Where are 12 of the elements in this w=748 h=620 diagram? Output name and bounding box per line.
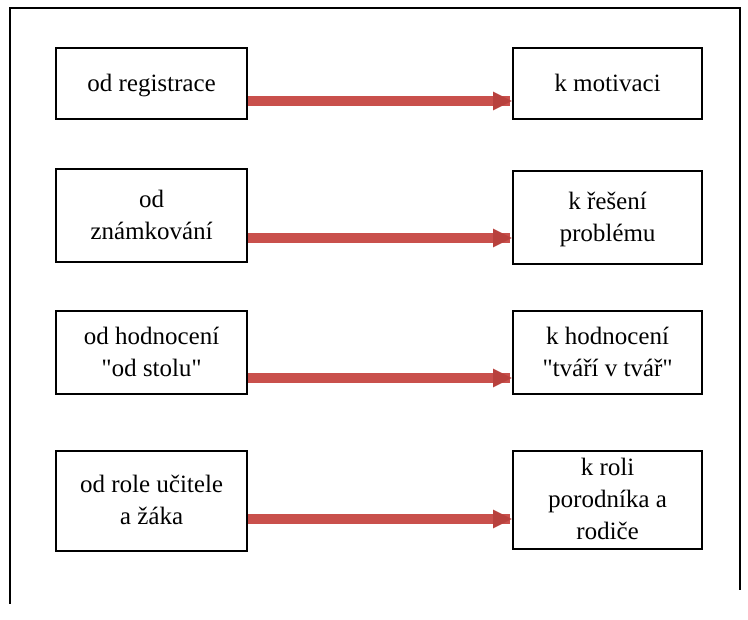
- arrow: [248, 92, 512, 110]
- arrow: [248, 228, 512, 248]
- text-box: od hodnocení "od stolu": [55, 310, 248, 395]
- text-box: k hodnocení "tváří v tvář": [512, 310, 703, 395]
- arrow: [248, 510, 512, 528]
- text-box: od známkování: [55, 168, 248, 263]
- text-box: od role učitele a žáka: [55, 450, 248, 552]
- text-box: k motivaci: [512, 47, 703, 120]
- text-box: k řešení problému: [512, 170, 703, 265]
- text-box: od registrace: [55, 47, 248, 120]
- text-box: k roli porodníka a rodiče: [512, 450, 703, 550]
- arrow: [248, 368, 512, 388]
